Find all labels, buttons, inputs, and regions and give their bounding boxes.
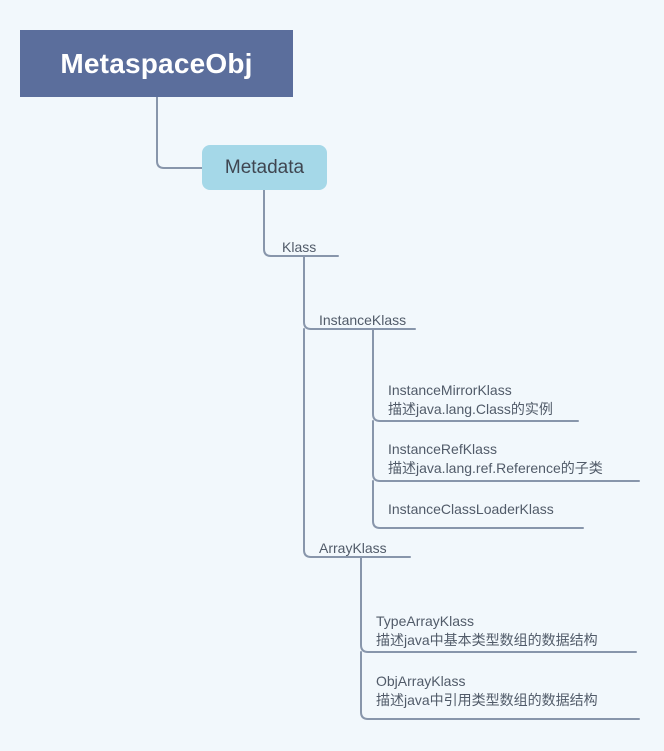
node-instancemirrorklass-desc: 描述java.lang.Class的实例	[388, 401, 553, 417]
node-instanceclassloaderklass-title: InstanceClassLoaderKlass	[388, 501, 554, 517]
node-instancemirrorklass[interactable]: InstanceMirrorKlass 描述java.lang.Class的实例	[388, 381, 553, 419]
node-objarrayklass-title: ObjArrayKlass	[376, 673, 466, 689]
node-klass[interactable]: Klass	[282, 238, 316, 256]
node-objarrayklass-desc: 描述java中引用类型数组的数据结构	[376, 692, 598, 708]
node-instanceklass-label: InstanceKlass	[319, 312, 407, 328]
node-instancerefklass-title: InstanceRefKlass	[388, 441, 497, 457]
node-klass-label: Klass	[282, 239, 317, 255]
node-arrayklass[interactable]: ArrayKlass	[319, 539, 387, 557]
node-metadata[interactable]: Metadata	[202, 145, 327, 190]
node-metaspaceobj-label: MetaspaceObj	[60, 47, 253, 79]
node-arrayklass-label: ArrayKlass	[319, 540, 387, 556]
node-instancerefklass-desc: 描述java.lang.ref.Reference的子类	[388, 460, 603, 476]
node-instanceclassloaderklass[interactable]: InstanceClassLoaderKlass	[388, 500, 554, 519]
node-metaspaceobj[interactable]: MetaspaceObj	[20, 30, 293, 97]
node-instancemirrorklass-title: InstanceMirrorKlass	[388, 382, 512, 398]
node-typearrayklass-desc: 描述java中基本类型数组的数据结构	[376, 632, 598, 648]
node-instanceklass[interactable]: InstanceKlass	[319, 311, 406, 329]
node-metadata-label: Metadata	[224, 156, 305, 178]
node-typearrayklass-title: TypeArrayKlass	[376, 613, 475, 629]
edge-root-to-metadata	[156, 96, 203, 169]
node-instancerefklass[interactable]: InstanceRefKlass 描述java.lang.ref.Referen…	[388, 440, 603, 478]
node-typearrayklass[interactable]: TypeArrayKlass 描述java中基本类型数组的数据结构	[376, 612, 598, 650]
node-objarrayklass[interactable]: ObjArrayKlass 描述java中引用类型数组的数据结构	[376, 672, 598, 710]
